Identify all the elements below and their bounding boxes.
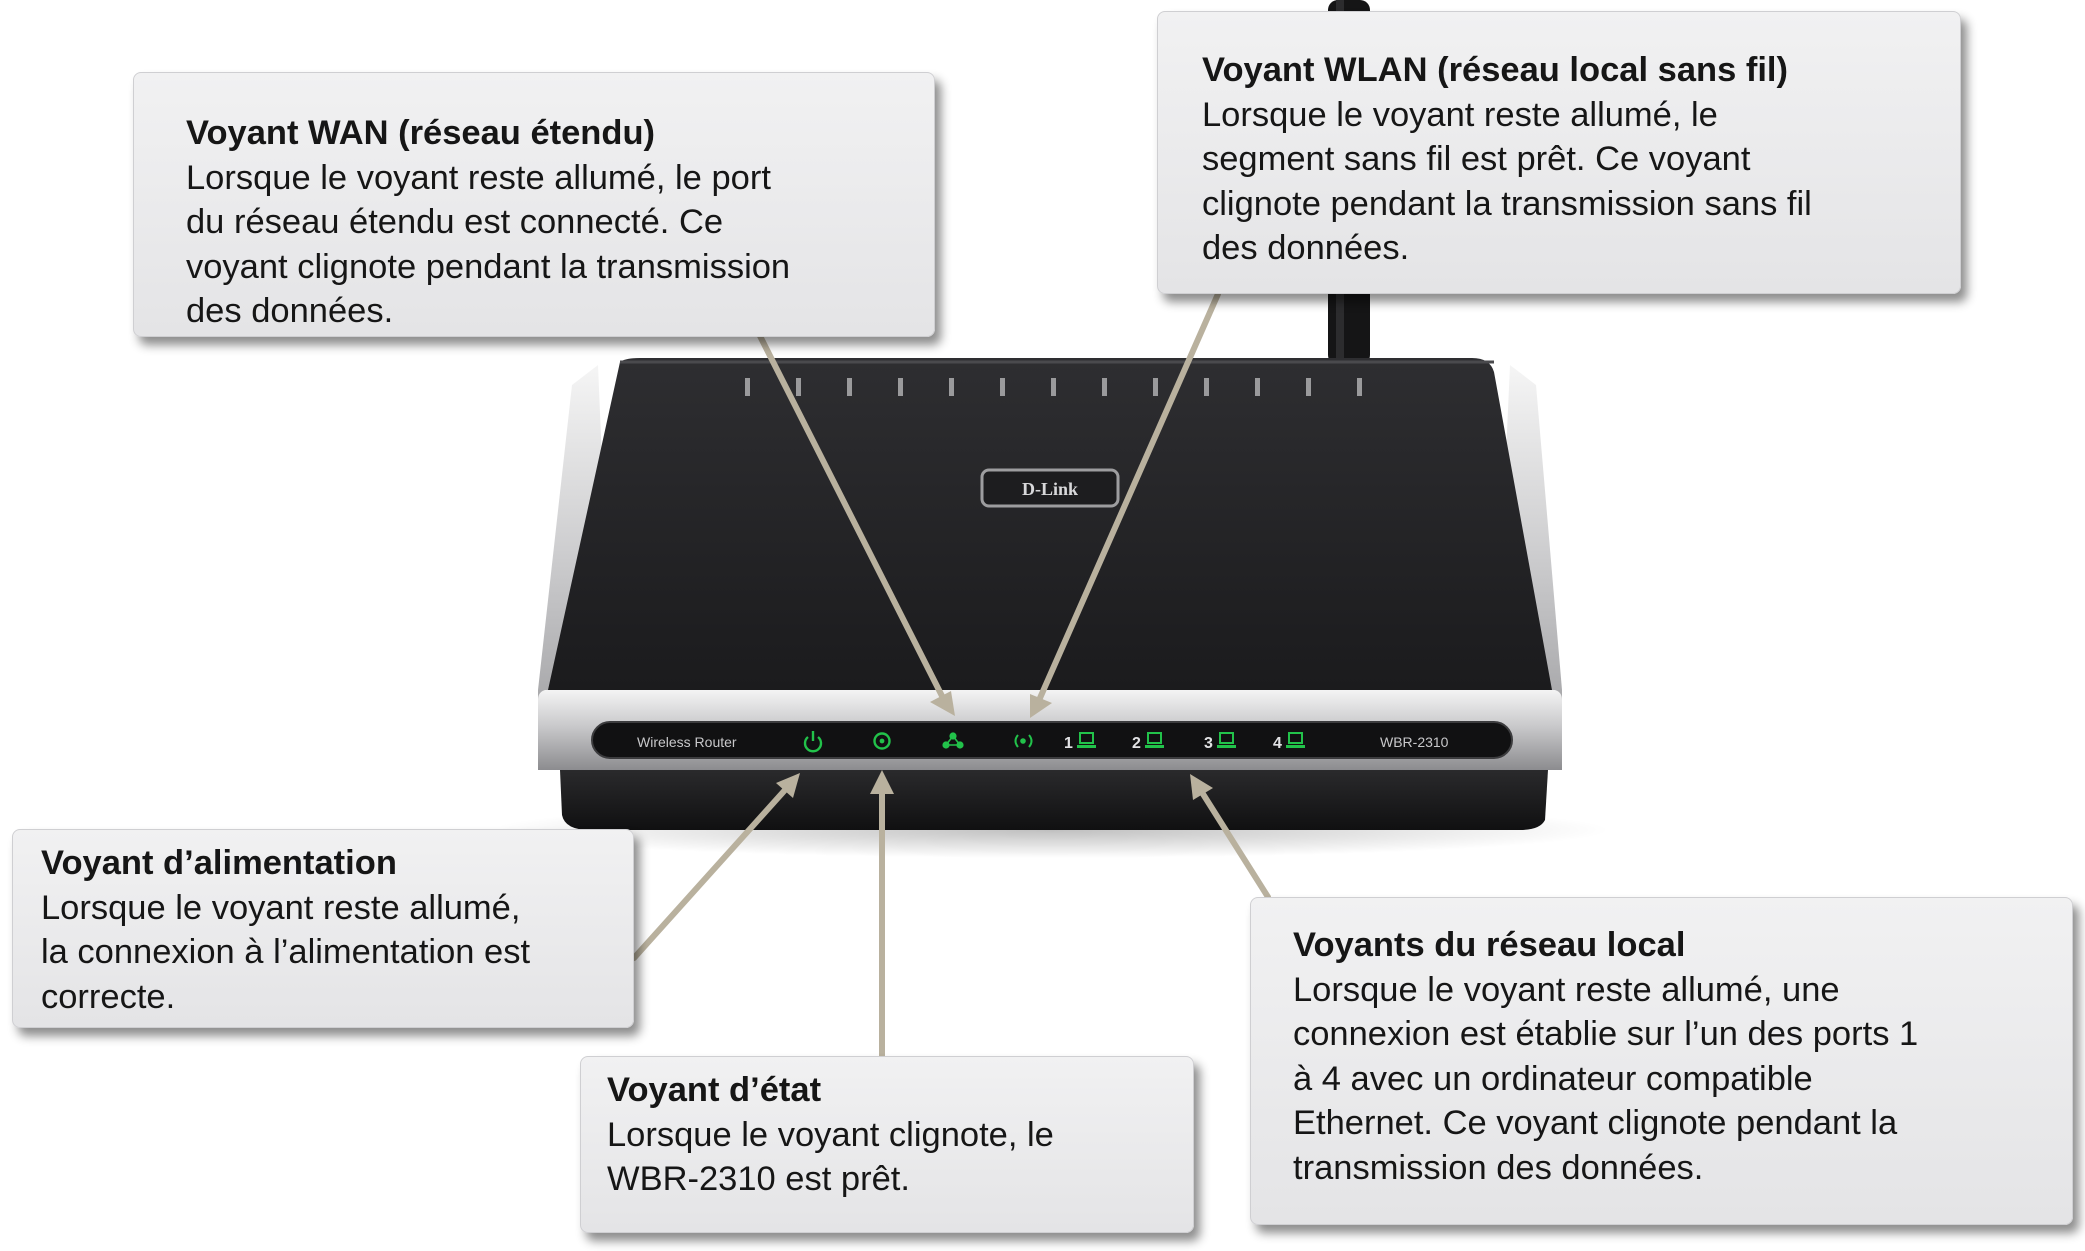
callout-lan-line-1: Lorsque le voyant reste allumé, une [1293,970,1840,1009]
callout-lan-line-3: à 4 avec un ordinateur compatible [1293,1059,1813,1098]
pointer-arrows [631,291,1271,1059]
lan-port-2-led: 2 [1132,732,1164,752]
wan-led-icon [942,732,964,749]
callout-power-led: Voyant d’alimentation Lorsque le voyant … [12,829,634,1028]
wlan-led-icon [1014,734,1033,748]
router: D-Link Wireless Router WBR-2310 [490,358,1610,858]
dlink-logo: D-Link [980,468,1120,508]
svg-text:1: 1 [1064,735,1073,752]
lan-port-4-led: 4 [1273,732,1305,752]
callout-status-line-1: Lorsque le voyant clignote, le [607,1115,1054,1154]
callout-wan-title: Voyant WAN (réseau étendu) [186,114,656,152]
callout-status-led: Voyant d’état Lorsque le voyant clignote… [580,1056,1194,1233]
wlan-pointer [1030,291,1221,718]
led-panel: Wireless Router WBR-2310 [591,721,1513,759]
svg-text:2: 2 [1132,735,1141,752]
lan-port-4-icon [1288,732,1303,744]
lan-port-3-icon [1219,732,1234,744]
svg-text:4: 4 [1273,735,1282,752]
callout-wan-line-4: des données. [186,292,394,330]
lan-port-3-led: 3 [1204,732,1236,752]
callout-lan-line-5: transmission des données. [1293,1148,1704,1187]
callout-power-line-1: Lorsque le voyant reste allumé, [41,888,521,927]
wan-pointer [757,333,955,716]
callout-wan-line-3: voyant clignote pendant la transmission [186,247,791,286]
power-pointer [631,773,800,961]
lan-pointer [1190,774,1271,900]
lan-port-1-icon [1079,732,1094,744]
callout-lan-line-4: Ethernet. Ce voyant clignote pendant la [1293,1104,1898,1142]
router-top-cover [547,358,1553,705]
callout-wlan-line-4: des données. [1202,229,1410,267]
callout-status-title: Voyant d’état [607,1071,822,1109]
callout-wlan-led: Voyant WLAN (réseau local sans fil) Lors… [1157,11,1961,294]
dlink-logo-text: D-Link [1022,479,1078,499]
panel-label: Wireless Router [637,734,737,750]
callout-status-line-2: WBR-2310 est prêt. [607,1160,910,1198]
callout-wan-led: Voyant WAN (réseau étendu) Lorsque le vo… [133,72,935,337]
callout-wlan-line-2: segment sans fil est prêt. Ce voyant [1202,140,1751,178]
lan-port-2-icon [1147,732,1162,744]
callout-power-line-3: correcte. [41,977,176,1016]
callout-wan-line-2: du réseau étendu est connecté. Ce [186,203,724,241]
svg-text:3: 3 [1204,735,1213,752]
status-pointer [870,770,894,1059]
callout-lan-line-2: connexion est établie sur l’un des ports… [1293,1015,1919,1053]
callout-wan-line-1: Lorsque le voyant reste allumé, le port [186,158,771,197]
model-label: WBR-2310 [1380,734,1449,750]
callout-wlan-line-1: Lorsque le voyant reste allumé, le [1202,95,1718,134]
callout-wlan-line-3: clignote pendant la transmission sans fi… [1202,184,1812,223]
callout-lan-leds: Voyants du réseau local Lorsque le voyan… [1250,897,2073,1225]
callout-power-line-2: la connexion à l’alimentation est [41,933,531,971]
vent-slits [745,378,1362,396]
status-led-icon [873,732,891,750]
callout-power-title: Voyant d’alimentation [41,844,397,882]
callout-lan-title: Voyants du réseau local [1293,926,1686,964]
power-led-icon [803,731,823,753]
lan-port-1-led: 1 [1064,732,1096,752]
callout-wlan-title: Voyant WLAN (réseau local sans fil) [1202,51,1788,89]
